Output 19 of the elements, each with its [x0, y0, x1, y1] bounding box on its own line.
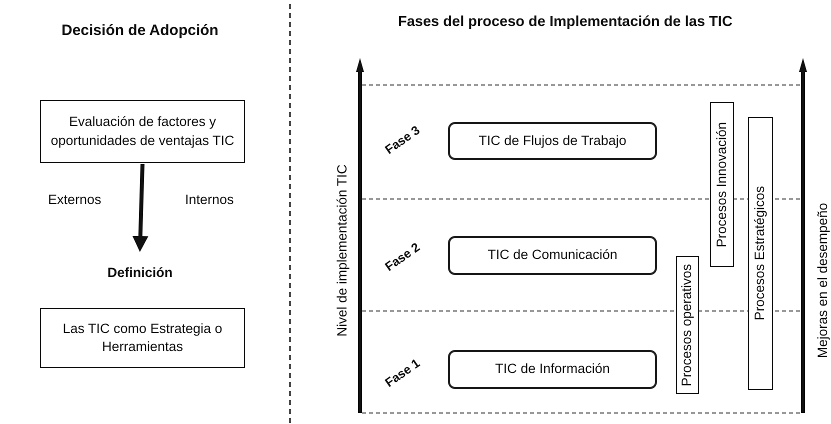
phase-box: TIC de Comunicación: [448, 236, 657, 275]
factor-label: Externos: [48, 192, 102, 206]
arrow: [132, 164, 148, 252]
process-bar: Procesos Estratégicos: [748, 117, 773, 390]
process-box: Evaluación de factores y oportunidades de ventajas TIC: [40, 100, 245, 163]
panel-heading: Decisión de Adopción: [62, 22, 218, 38]
process-bar: Procesos operativos: [676, 256, 699, 394]
process-bar: Procesos Innovación: [710, 102, 734, 267]
process-box: Las TIC como Estrategia o Herramientas: [40, 308, 245, 368]
phase-box: TIC de Información: [448, 350, 657, 389]
axis-label: Mejoras en el desempeño: [814, 202, 830, 358]
phase-label: Fase 3: [382, 123, 422, 157]
panel-heading: Fases del proceso de Implementación de las TIC: [398, 14, 732, 30]
phase-box: TIC de Flujos de Trabajo: [448, 122, 657, 160]
factor-label: Internos: [185, 192, 234, 206]
step-heading: Definición: [90, 262, 190, 284]
axis-label: Nivel de implementación TIC: [334, 164, 350, 336]
phase-label: Fase 1: [382, 356, 422, 390]
phase-label: Fase 2: [382, 240, 422, 274]
